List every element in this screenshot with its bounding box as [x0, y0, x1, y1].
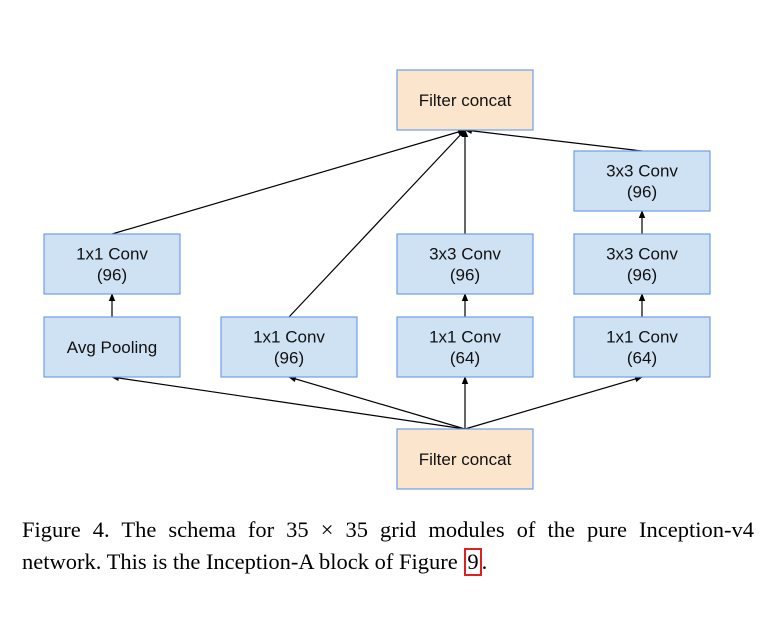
node-label: 1x1 Conv: [606, 328, 678, 347]
node-c1x1_r4: 1x1 Conv (64): [573, 316, 711, 378]
node-c3x3_r3: 3x3 Conv (96): [396, 233, 534, 295]
node-label: (96): [274, 349, 304, 368]
node-concat_top: Filter concat: [396, 69, 534, 131]
node-box: [573, 316, 711, 378]
node-c3x3b_r4: 3x3 Conv (96): [573, 150, 711, 212]
figure-caption: Figure 4. The schema for 35 × 35 grid mo…: [22, 514, 754, 578]
node-box: [43, 233, 181, 295]
node-box: [396, 428, 534, 490]
node-label: (64): [450, 349, 480, 368]
node-c1x1_r2: 1x1 Conv (96): [220, 316, 358, 378]
node-box: [396, 316, 534, 378]
node-label: 1x1 Conv: [429, 328, 501, 347]
node-box: [573, 233, 711, 295]
edge-concat_bottom-to-c1x1_r2: [288, 375, 466, 430]
node-box: [396, 233, 534, 295]
node-c1x1_r3: 1x1 Conv (64): [396, 316, 534, 378]
node-label: 1x1 Conv: [76, 245, 148, 264]
edge-concat_bottom-to-avgpool_r1: [111, 374, 466, 430]
node-box: [220, 316, 358, 378]
node-label: Filter concat: [419, 91, 512, 110]
node-box: [43, 316, 181, 378]
node-box: [396, 69, 534, 131]
node-label: (96): [450, 266, 480, 285]
node-concat_bottom: Filter concat: [396, 428, 534, 490]
node-label: (64): [627, 349, 657, 368]
node-label: 3x3 Conv: [429, 245, 501, 264]
node-avgpool_r1: Avg Pooling: [43, 316, 181, 378]
node-label: Filter concat: [419, 450, 512, 469]
diagram-edges: [108, 127, 646, 430]
edge-c1x1_r2-to-concat_top: [288, 129, 466, 318]
edge-concat_bottom-to-c1x1_r4: [464, 375, 643, 430]
figure-reference-link[interactable]: 9: [464, 548, 482, 576]
caption-text: Figure 4. The schema for 35 × 35 grid mo…: [22, 517, 754, 574]
node-label: 3x3 Conv: [606, 162, 678, 181]
node-box: [573, 150, 711, 212]
node-label: (96): [627, 266, 657, 285]
node-c3x3a_r4: 3x3 Conv (96): [573, 233, 711, 295]
edge-c1x1_r1-to-concat_top: [111, 128, 466, 235]
edge-c3x3b_r4-to-concat_top: [464, 127, 643, 152]
node-label: 3x3 Conv: [606, 245, 678, 264]
node-c1x1_r1: 1x1 Conv (96): [43, 233, 181, 295]
node-label: (96): [97, 266, 127, 285]
node-label: (96): [627, 183, 657, 202]
caption-end: .: [481, 549, 488, 574]
node-label: 1x1 Conv: [253, 328, 325, 347]
node-label: Avg Pooling: [67, 338, 157, 357]
